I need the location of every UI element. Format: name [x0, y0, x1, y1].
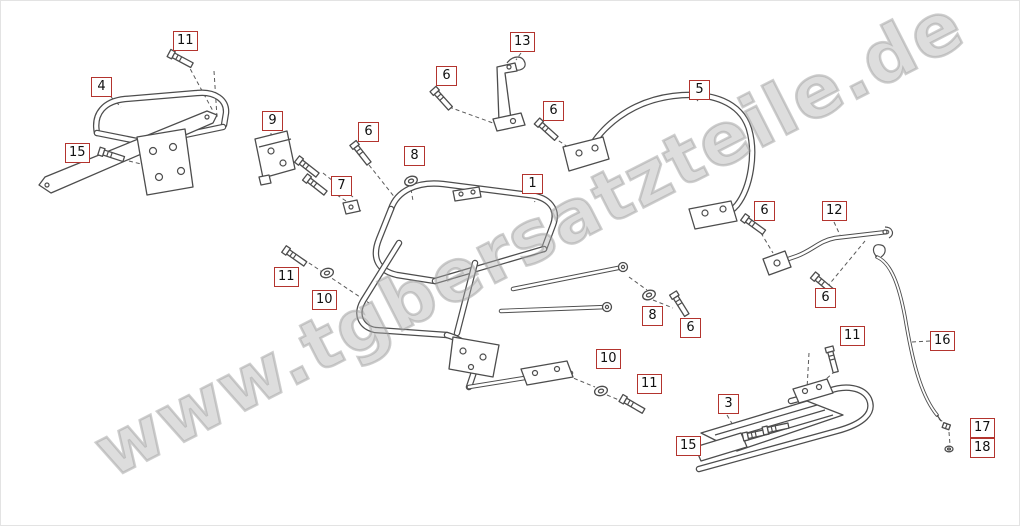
part-label-11[interactable]: 11 [173, 31, 198, 51]
part-label-5[interactable]: 5 [689, 80, 710, 100]
part-label-17[interactable]: 17 [970, 418, 995, 438]
part-13-bracket-drawing [492, 56, 526, 132]
part-label-11[interactable]: 11 [274, 267, 299, 287]
bolt-6-left [349, 139, 373, 167]
part-label-6[interactable]: 6 [815, 288, 836, 308]
part-12-stay-bar-drawing [762, 226, 894, 276]
part-9-bracket-drawing [254, 130, 296, 186]
part-label-10[interactable]: 10 [596, 349, 621, 369]
bolt-11-top-left [166, 48, 195, 70]
bolt-6-top [429, 85, 455, 112]
part-label-10[interactable]: 10 [312, 290, 337, 310]
part-4-subframe-drawing [38, 89, 230, 196]
part-1-main-frame-drawing [342, 180, 629, 391]
part-label-13[interactable]: 13 [510, 32, 535, 52]
part-label-6[interactable]: 6 [754, 201, 775, 221]
bolt-11-right [824, 345, 841, 374]
nut-17 [941, 422, 952, 431]
part-label-7[interactable]: 7 [331, 176, 352, 196]
washer-18 [944, 445, 954, 453]
part-label-9[interactable]: 9 [262, 111, 283, 131]
washer-10-left [318, 266, 336, 280]
part-5-rail-drawing [562, 91, 756, 230]
fasteners-drawing [97, 48, 954, 453]
part-label-11[interactable]: 11 [840, 326, 865, 346]
part-label-15[interactable]: 15 [676, 436, 701, 456]
part-label-6[interactable]: 6 [436, 66, 457, 86]
part-label-3[interactable]: 3 [718, 394, 739, 414]
washer-8-right [640, 287, 658, 303]
part-label-6[interactable]: 6 [358, 122, 379, 142]
part-label-12[interactable]: 12 [822, 201, 847, 221]
part-label-16[interactable]: 16 [930, 331, 955, 351]
part-label-1[interactable]: 1 [522, 174, 543, 194]
part-label-6[interactable]: 6 [543, 101, 564, 121]
bolt-6-mid [533, 117, 560, 143]
bolt-6-lower [668, 290, 691, 318]
part-label-6[interactable]: 6 [680, 318, 701, 338]
part-label-4[interactable]: 4 [91, 77, 112, 97]
part-label-15[interactable]: 15 [65, 143, 90, 163]
part-16-rod-drawing [872, 244, 942, 422]
part-label-8[interactable]: 8 [642, 306, 663, 326]
part-label-8[interactable]: 8 [404, 146, 425, 166]
part-label-11[interactable]: 11 [637, 374, 662, 394]
bolt-11-bottom [618, 393, 647, 416]
bolt-11-center [281, 245, 309, 268]
part-label-18[interactable]: 18 [970, 438, 995, 458]
washer-10-bottom [592, 384, 610, 398]
